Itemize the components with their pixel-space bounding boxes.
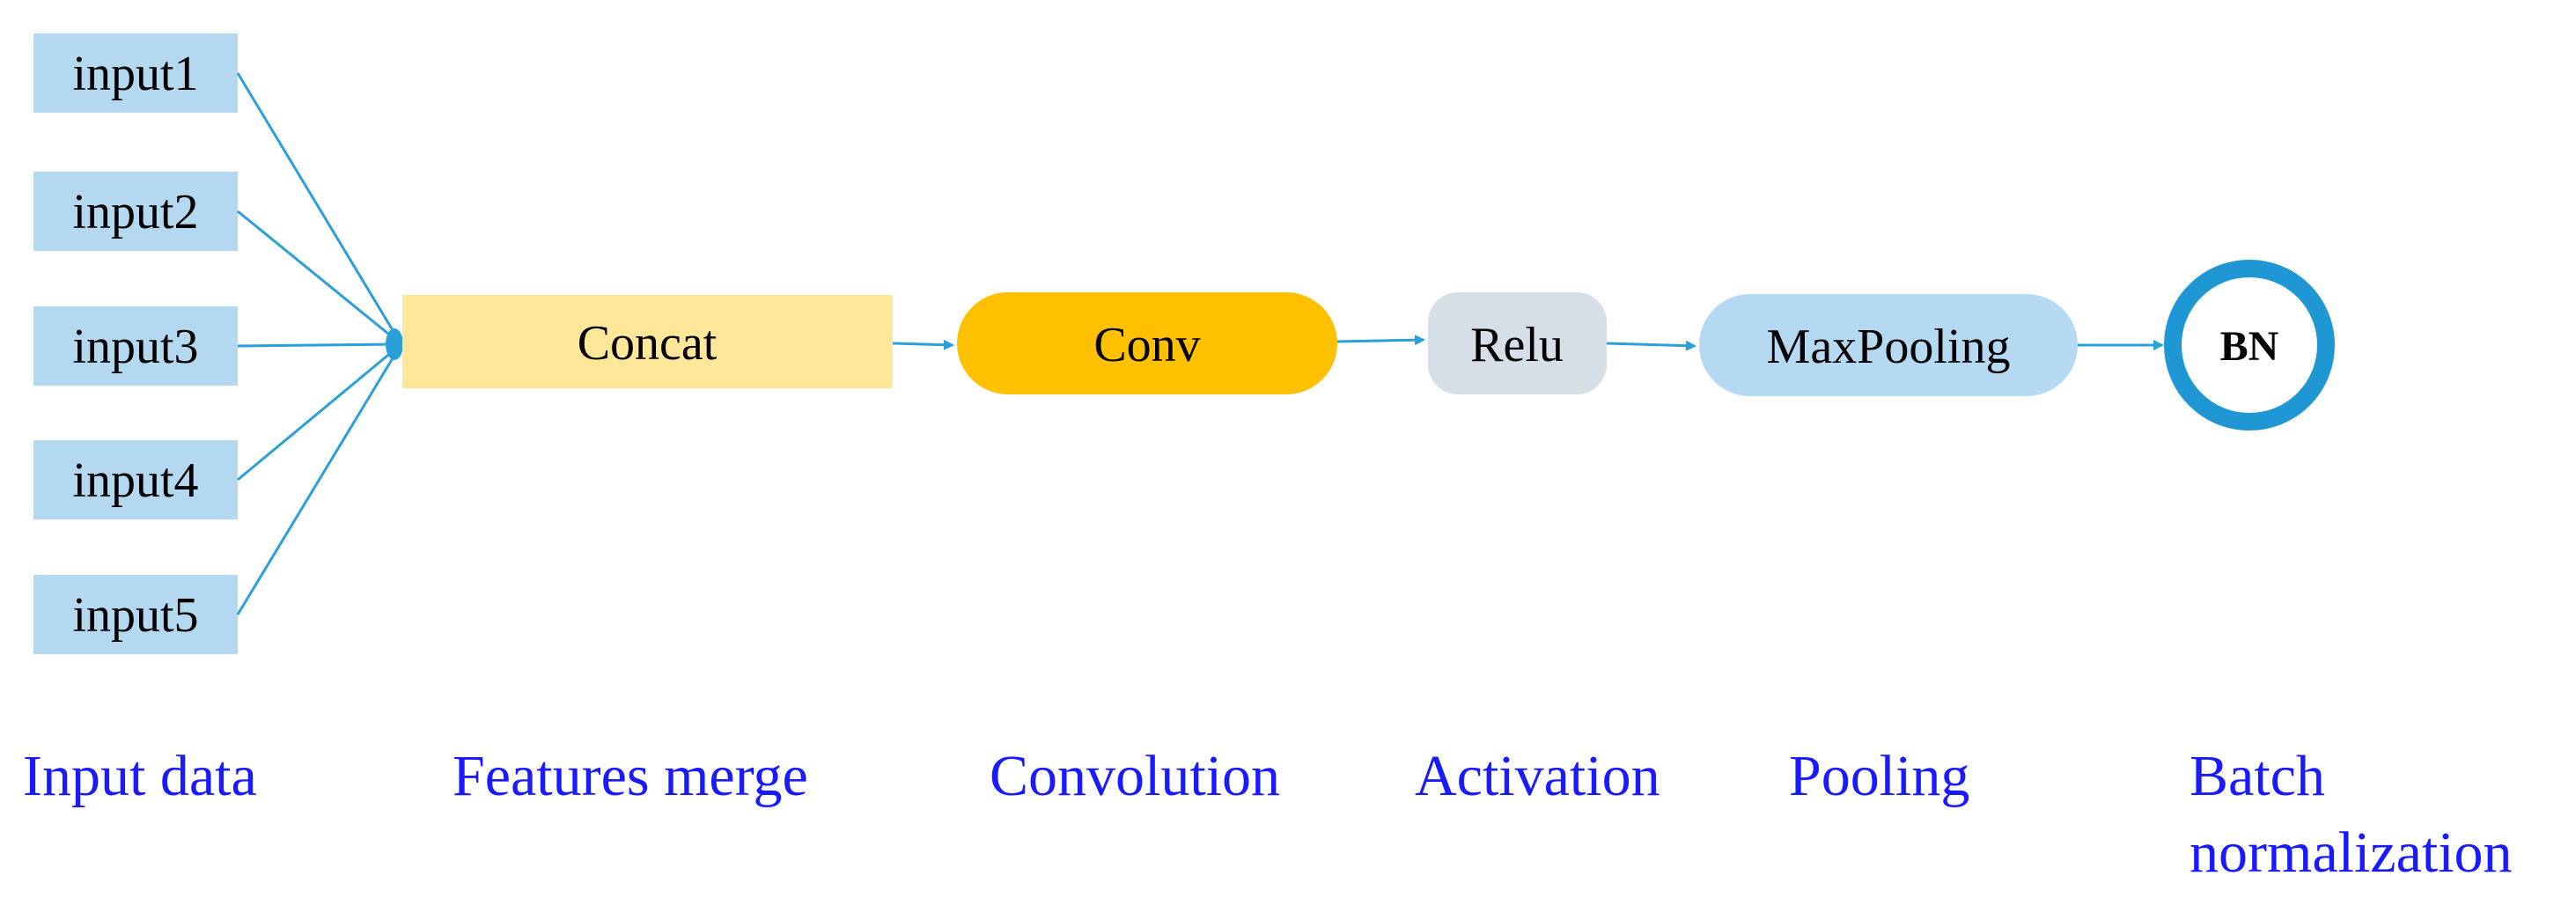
concat-node: Concat	[402, 295, 893, 388]
bn-node: BN	[2164, 260, 2335, 431]
edge-input3-concat	[237, 342, 399, 348]
input-node-5: input5	[33, 575, 238, 654]
input-node-3: input3	[33, 306, 238, 386]
input-node-4: input4	[33, 440, 238, 519]
caption-features-merge: Features merge	[453, 744, 808, 808]
relu-node-label: Relu	[1470, 318, 1564, 372]
caption-convolution: Convolution	[990, 744, 1280, 808]
concat-node-label: Concat	[578, 316, 718, 371]
edge-input2-concat	[237, 210, 399, 343]
edge-conv-relu	[1336, 335, 1425, 346]
input-node-5-label: input5	[72, 588, 198, 643]
input-node-2-label: input2	[72, 185, 198, 239]
edge-input5-concat	[236, 349, 400, 615]
relu-node: Relu	[1428, 292, 1607, 394]
edge-relu-maxpool	[1606, 340, 1696, 351]
input-node-1-label: input1	[72, 47, 198, 101]
caption-batch-line1: Batch	[2190, 744, 2325, 808]
edge-input1-concat	[236, 72, 400, 340]
conv-node: Conv	[957, 292, 1337, 394]
merge-point	[386, 328, 403, 360]
input-node-3-label: input3	[72, 320, 198, 374]
caption-pooling: Pooling	[1789, 744, 1969, 808]
caption-input-data: Input data	[23, 744, 257, 808]
maxpool-node-label: MaxPooling	[1767, 320, 2011, 374]
bn-node-label: BN	[2220, 323, 2279, 370]
input-node-4-label: input4	[72, 453, 198, 508]
caption-batch-line2: normalization	[2190, 821, 2513, 885]
conv-node-label: Conv	[1093, 318, 1200, 372]
input-node-2: input2	[33, 172, 238, 251]
input-node-1: input1	[33, 33, 238, 113]
edge-input4-concat	[237, 345, 399, 482]
maxpool-node: MaxPooling	[1699, 294, 2078, 396]
caption-activation: Activation	[1415, 744, 1660, 808]
edge-concat-conv	[892, 339, 954, 350]
